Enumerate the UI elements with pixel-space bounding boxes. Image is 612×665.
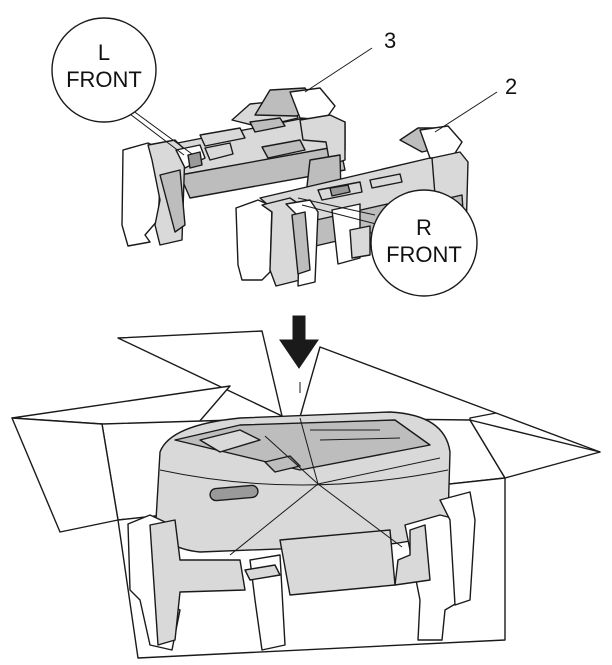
- leader-lines: [121, 47, 498, 226]
- callout-left-front: L FRONT: [51, 17, 157, 123]
- down-arrow-icon: [279, 315, 319, 369]
- box-back-flap: [117, 330, 283, 417]
- callout-right-front: R FRONT: [370, 189, 478, 297]
- box-front-left-flap: [11, 417, 119, 533]
- packing-in-box: [127, 491, 476, 651]
- callout-right-letter: R: [416, 215, 432, 240]
- box-front-right-flap: [469, 419, 601, 479]
- printer-handle: [209, 484, 259, 502]
- printer: [155, 411, 451, 553]
- tape-lines: [229, 382, 441, 556]
- callout-right-label: FRONT: [386, 242, 462, 267]
- callout-left-letter: L: [98, 40, 110, 65]
- callout-left-label: FRONT: [66, 67, 142, 92]
- part-number-2: 2: [505, 74, 517, 99]
- part-number-3: 3: [384, 28, 396, 53]
